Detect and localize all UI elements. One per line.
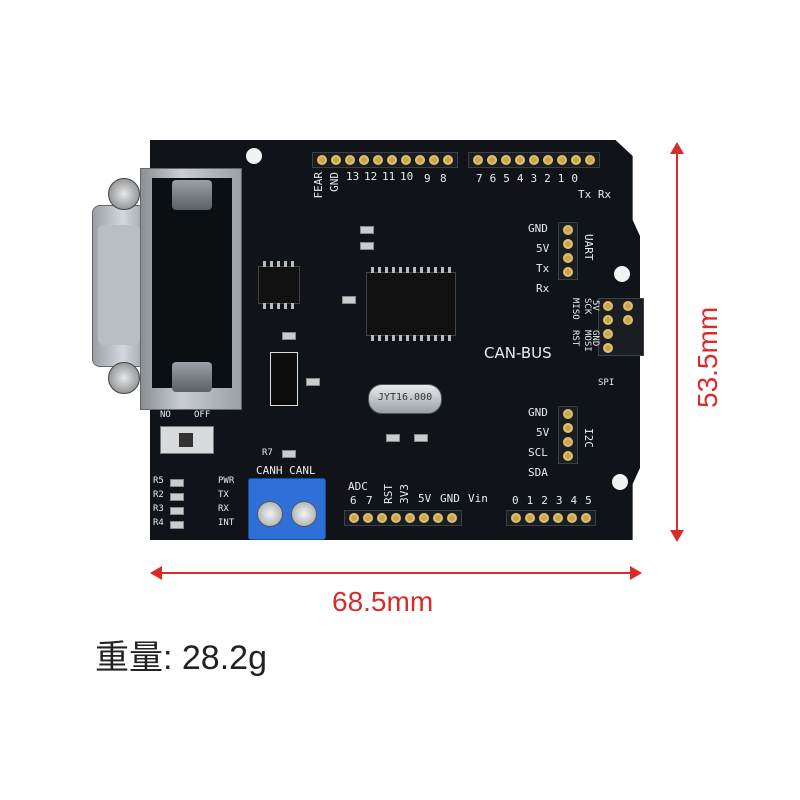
- db9-connector-pins: [98, 225, 140, 345]
- silk-tx-rx: Tx Rx: [578, 188, 612, 201]
- i2c-5v-label: 5V: [536, 426, 550, 439]
- arrow-right-icon: [630, 566, 642, 580]
- uart-rx-label: Rx: [536, 282, 550, 295]
- silk-11: 11: [382, 170, 396, 183]
- resistor-r7-label: R7: [262, 448, 273, 458]
- silk-rst: RST: [382, 484, 395, 504]
- spi-mosi-label: MOSI: [582, 330, 592, 352]
- canl-screw[interactable]: [291, 501, 317, 527]
- uart-5v-label: 5V: [536, 242, 550, 255]
- db9-bottom-bolt: [172, 362, 212, 392]
- db9-top-screw: [108, 178, 140, 210]
- smd-capacitor: [386, 434, 400, 442]
- can-screw-terminal: [248, 478, 326, 540]
- crystal-oscillator: JYT16.000: [368, 384, 442, 414]
- silk-gnd: GND: [328, 172, 341, 192]
- switch-off-label: OFF: [194, 410, 211, 420]
- led-pwr-label: PWR: [218, 476, 235, 486]
- smd-capacitor: [306, 378, 320, 386]
- uart-title: UART: [582, 234, 595, 261]
- i2c-scl-label: SCL: [528, 446, 548, 459]
- smd-resistor: [360, 242, 374, 250]
- smd-resistor: [360, 226, 374, 234]
- spi-gnd-label: GND: [590, 330, 600, 347]
- canh-screw[interactable]: [257, 501, 283, 527]
- i2c-gnd-label: GND: [528, 406, 548, 419]
- silk-9: 9: [424, 172, 431, 185]
- led-tx: [170, 493, 184, 501]
- switch-knob: [179, 433, 193, 447]
- resistor-r4-label: R4: [153, 518, 164, 528]
- smd-resistor-r7: [282, 450, 296, 458]
- silk-fear: FEAR: [312, 172, 325, 199]
- mounting-hole: [614, 266, 630, 282]
- bottom-left-pin-header: [344, 510, 462, 526]
- arrow-up-icon: [670, 142, 684, 154]
- silk-gnd-bottom: GND: [440, 492, 460, 505]
- led-rx-label: RX: [218, 504, 229, 514]
- smd-resistor: [282, 332, 296, 340]
- spi-5v-label: 5V: [590, 300, 600, 311]
- smd-capacitor: [414, 434, 428, 442]
- arrow-down-icon: [670, 530, 684, 542]
- resistor-r3-label: R3: [153, 504, 164, 514]
- uart-gnd-label: GND: [528, 222, 548, 235]
- spi-pin-header: [598, 298, 644, 356]
- led-int-label: INT: [218, 518, 235, 528]
- resistor-r5-label: R5: [153, 476, 164, 486]
- silk-7: 7: [366, 494, 373, 507]
- uart-tx-label: Tx: [536, 262, 550, 275]
- width-dimension-line: [158, 572, 634, 574]
- led-rx: [170, 507, 184, 515]
- i2c-pin-header: [558, 406, 578, 464]
- jumper-block: [270, 352, 298, 406]
- silk-analog-0-5: 012345: [512, 494, 600, 507]
- silk-3v3: 3V3: [398, 484, 411, 504]
- can-transceiver-chip: [258, 261, 300, 309]
- led-pwr: [170, 479, 184, 487]
- bottom-right-pin-header: [506, 510, 596, 526]
- led-tx-label: TX: [218, 490, 229, 500]
- height-dimension-line: [676, 148, 678, 534]
- spi-sck-label: SCK: [582, 298, 592, 315]
- silk-adc: ADC: [348, 480, 368, 493]
- i2c-title: I2C: [582, 428, 595, 448]
- db9-connector-cover: [152, 178, 232, 388]
- silk-digital-7-0: 76543210: [476, 172, 585, 185]
- can-controller-chip: [366, 267, 456, 341]
- spi-rst-label: RST: [570, 330, 580, 347]
- spi-miso-label: MISO: [570, 298, 580, 320]
- db9-top-bolt: [172, 180, 212, 210]
- i2c-sda-label: SDA: [528, 466, 548, 479]
- resistor-r2-label: R2: [153, 490, 164, 500]
- mounting-hole: [246, 148, 262, 164]
- silk-vin: Vin: [468, 492, 488, 505]
- crystal-marking: JYT16.000: [377, 392, 433, 403]
- mounting-hole: [612, 474, 628, 490]
- arrow-left-icon: [150, 566, 162, 580]
- can-terminal-labels: CANH CANL: [256, 464, 316, 477]
- smd-resistor: [342, 296, 356, 304]
- width-dimension-label: 68.5mm: [332, 586, 434, 617]
- top-right-pin-header: [468, 152, 600, 168]
- silk-8: 8: [440, 172, 447, 185]
- height-dimension-label: 53.5mm: [692, 306, 723, 408]
- board-title: CAN-BUS: [484, 344, 552, 362]
- silk-10: 10: [400, 170, 414, 183]
- silk-12: 12: [364, 170, 378, 183]
- db9-bottom-screw: [108, 362, 140, 394]
- top-left-pin-header: [312, 152, 458, 168]
- uart-pin-header: [558, 222, 578, 280]
- spi-label: SPI: [598, 378, 615, 388]
- switch-no-label: NO: [160, 410, 171, 420]
- silk-13: 13: [346, 170, 360, 183]
- power-switch[interactable]: [160, 426, 214, 454]
- silk-5v: 5V: [418, 492, 432, 505]
- silk-6: 6: [350, 494, 357, 507]
- led-int: [170, 521, 184, 529]
- weight-label: 重量: 28.2g: [95, 639, 267, 677]
